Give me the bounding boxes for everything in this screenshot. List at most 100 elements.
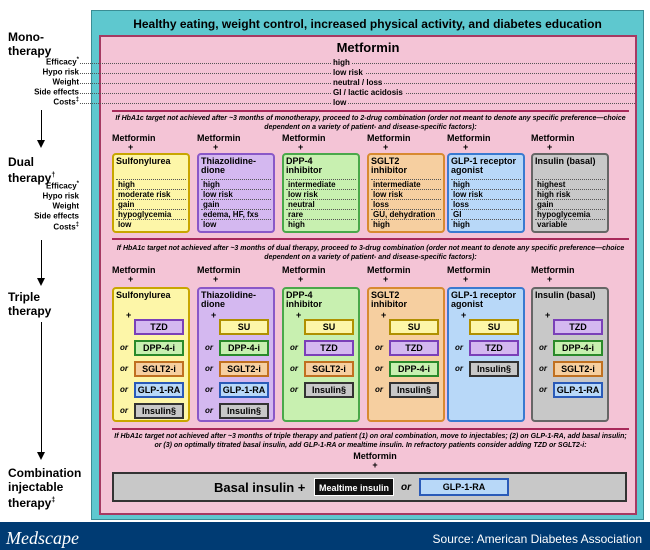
dual-drug-value: GI	[451, 209, 521, 219]
dual-drug-value: intermediate	[371, 179, 441, 189]
plus-text: +	[547, 274, 553, 284]
triple-option-pill: SU	[389, 319, 439, 335]
triple-option-pill: Insulin§	[304, 382, 354, 398]
or-text: or	[205, 343, 213, 352]
metformin-text: Metformin	[112, 133, 156, 143]
inner-panel	[99, 35, 637, 515]
dual-row-label: Efficacy*	[4, 181, 79, 191]
dual-drug-value: moderate risk	[116, 189, 186, 199]
source-credit: Source: American Diabetes Association	[432, 532, 642, 546]
plus-text: +	[381, 310, 387, 320]
triple-option-pill: TZD	[553, 319, 603, 335]
triple-drug-name: SGLT2 inhibitor	[371, 290, 407, 309]
dual-drug-value: neutral	[286, 199, 356, 209]
dual-drug-value: intermediate	[286, 179, 356, 189]
medscape-logo: Medscape	[6, 528, 79, 548]
triple-option-pill: DPP-4-i	[134, 340, 184, 356]
dual-drug-value: high	[116, 179, 186, 189]
step-combo-label: Combination injectable therapy‡	[8, 466, 82, 510]
dual-drug-value: highest	[535, 179, 605, 189]
mono-value: low	[331, 98, 349, 108]
triple-option-pill: GLP-1-RA	[553, 382, 603, 398]
triple-option-pill: TZD	[134, 319, 184, 335]
triple-option-row: SU	[453, 319, 523, 335]
mono-value: GI / lactic acidosis	[331, 88, 405, 98]
triple-drug-name: DPP-4 inhibitor	[286, 290, 322, 309]
dual-drug-value: low	[116, 219, 186, 229]
metformin-text: Metformin	[112, 265, 156, 275]
triple-option-pill: Insulin§	[219, 403, 269, 419]
triple-option-pill: Insulin§	[469, 361, 519, 377]
metformin-text: Metformin	[367, 133, 411, 143]
dual-drug-value: low risk	[286, 189, 356, 199]
plus-text: +	[298, 142, 304, 152]
metformin-text: Metformin	[197, 265, 241, 275]
metformin-text: Metformin	[282, 265, 326, 275]
triple-option-pill: Insulin§	[389, 382, 439, 398]
row-label-sup: ‡	[75, 222, 79, 228]
dual-drug-value: high	[451, 179, 521, 189]
or-text: or	[375, 364, 383, 373]
step-mono-label: Mono- therapy	[8, 30, 52, 58]
row-label-sup: *	[76, 57, 79, 63]
triple-option-row: or Insulin§	[373, 382, 443, 398]
header-education: Healthy eating, weight control, increase…	[133, 17, 602, 31]
mono-row-label: Side effects	[4, 87, 79, 97]
triple-metformin-plus: Metformin+	[112, 266, 186, 284]
row-label-text: Efficacy	[45, 181, 77, 191]
triple-option-pill: TZD	[389, 340, 439, 356]
metformin-text: Metformin	[367, 265, 411, 275]
or-text: or	[455, 343, 463, 352]
triple-option-pill: TZD	[469, 340, 519, 356]
dual-metformin-plus: Metformin+	[447, 134, 521, 152]
or-text: or	[539, 385, 547, 394]
or-text: or	[205, 406, 213, 415]
or-text: or	[375, 385, 383, 394]
mono-title: Metformin	[336, 40, 400, 55]
mono-value: high	[331, 58, 352, 68]
triple-option-row: or Insulin§	[203, 403, 273, 419]
triple-metformin-plus: Metformin+	[447, 266, 521, 284]
mono-dotline	[80, 63, 635, 64]
dual-drug-value: high risk	[535, 189, 605, 199]
dual-drug-name: GLP-1 receptor agonist	[451, 156, 517, 175]
dual-drug-name: Insulin (basal)	[535, 156, 596, 166]
cond-combo: If HbA1c target not achieved after ~3 mo…	[114, 433, 627, 449]
or-text: or	[455, 364, 463, 373]
dual-drug-value: low risk	[371, 189, 441, 199]
triple-option-pill: SU	[469, 319, 519, 335]
row-label-text: Weight	[52, 201, 79, 211]
plus-text: +	[547, 142, 553, 152]
triple-drug-name: Sulfonylurea	[116, 290, 171, 300]
or-text: or	[205, 364, 213, 373]
or-text: or	[375, 343, 383, 352]
or-text: or	[290, 343, 298, 352]
triple-option-pill: DPP-4-i	[389, 361, 439, 377]
or-text: or	[290, 364, 298, 373]
row-label-text: Efficacy	[45, 57, 77, 67]
plus-text: +	[213, 274, 219, 284]
band-1	[112, 110, 629, 112]
step-dual-label: Dual therapy†	[8, 155, 56, 185]
dual-drug-value: gain	[116, 199, 186, 209]
row-label-sup: ‡	[75, 97, 79, 103]
triple-option-pill: SU	[219, 319, 269, 335]
dual-drug-value: loss	[451, 199, 521, 209]
row-label-text: Side effects	[34, 211, 79, 221]
triple-option-row: SU	[373, 319, 443, 335]
dual-drug-value: high	[371, 219, 441, 229]
triple-option-row: SU	[288, 319, 358, 335]
plus-text: +	[545, 310, 551, 320]
